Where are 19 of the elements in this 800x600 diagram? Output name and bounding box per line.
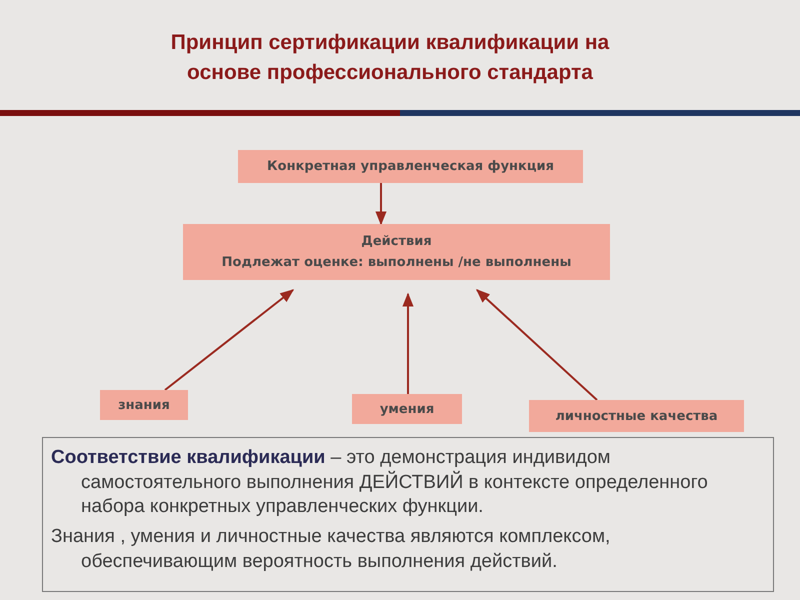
box-label: Действия <box>361 234 432 249</box>
arrow <box>476 289 598 401</box>
skill-box <box>352 394 462 424</box>
box-sublabel: Подлежат оценке: выполнены /не выполнены <box>222 255 572 270</box>
slide-title: Принцип сертификации квалификации на основе профессионального стандарта <box>170 30 610 86</box>
arrow <box>375 183 387 226</box>
box-label: личностные качества <box>555 408 718 424</box>
box-label: знания <box>118 398 170 412</box>
note-paragraph: Знания , умения и личностные качества являются комплексом, обеспечивающим вероятность выполнения действий. <box>51 525 612 574</box>
box-label: умения <box>380 402 434 416</box>
box-label: Конкретная управленческая функция <box>267 159 554 174</box>
function-box <box>238 150 583 183</box>
definition-box <box>42 437 774 592</box>
actions-box <box>183 224 610 280</box>
arrow <box>402 292 414 394</box>
skill-box <box>100 390 188 420</box>
note-paragraph: Соответствие квалификации – это демонстрация индивидом самостоятельного выполнения ДЕЙСТВИЙ в контексте определенного набора конкретных управленческих функции. <box>51 446 709 520</box>
arrow <box>164 289 294 391</box>
skill-box <box>529 400 744 432</box>
